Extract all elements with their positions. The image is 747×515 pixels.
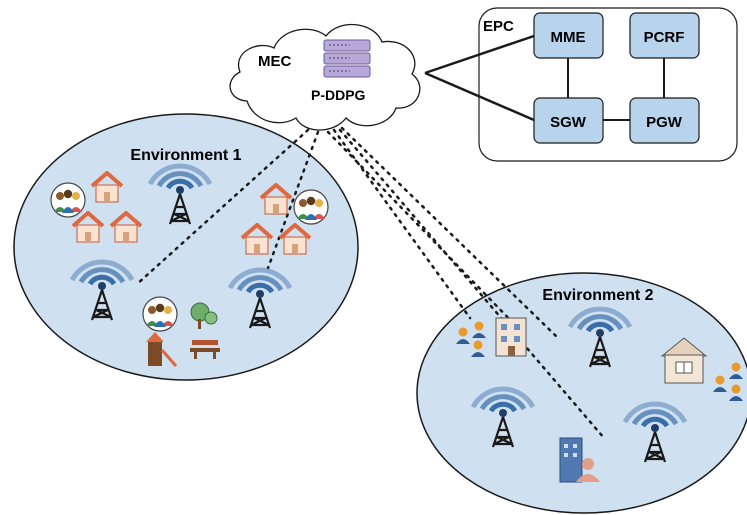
bench-icon (190, 340, 220, 359)
pgw-node (629, 97, 700, 144)
people-group-icon (50, 182, 86, 218)
pcrf-node (629, 12, 700, 59)
link-mec-building-env2 (326, 130, 520, 330)
link-mec-tower-env2-a (338, 128, 606, 440)
sgw-label: SGW (550, 114, 587, 131)
link-mec-users-env2 (332, 128, 472, 320)
epc-label: EPC (483, 18, 514, 35)
tree-icon (190, 302, 218, 329)
pcrf-label: PCRF (644, 29, 685, 46)
link-mec-tower-env1-a (134, 128, 310, 287)
people-group-icon (293, 189, 329, 225)
school-building-icon (660, 337, 708, 384)
link-mec-sgw (424, 71, 535, 122)
mec-label: MEC (258, 53, 292, 70)
apartment-with-person-icon (559, 437, 600, 483)
environment-2-label: Environment 2 (542, 287, 653, 304)
link-mec-mme (424, 34, 535, 75)
link-mec-tower-env2-b (340, 126, 558, 338)
people-group-icon (142, 296, 178, 332)
server-icon (323, 39, 371, 78)
office-building-icon (495, 317, 527, 357)
agent-label: P-DDPG (311, 87, 366, 103)
environment-1-label: Environment 1 (130, 147, 241, 164)
playground-icon (146, 332, 178, 367)
pgw-label: PGW (646, 114, 683, 131)
sgw-node (533, 97, 604, 144)
mme-node (533, 12, 604, 59)
link-mec-tower-env1-b (266, 130, 320, 270)
mme-label: MME (551, 29, 586, 46)
wireless-links (134, 126, 606, 440)
